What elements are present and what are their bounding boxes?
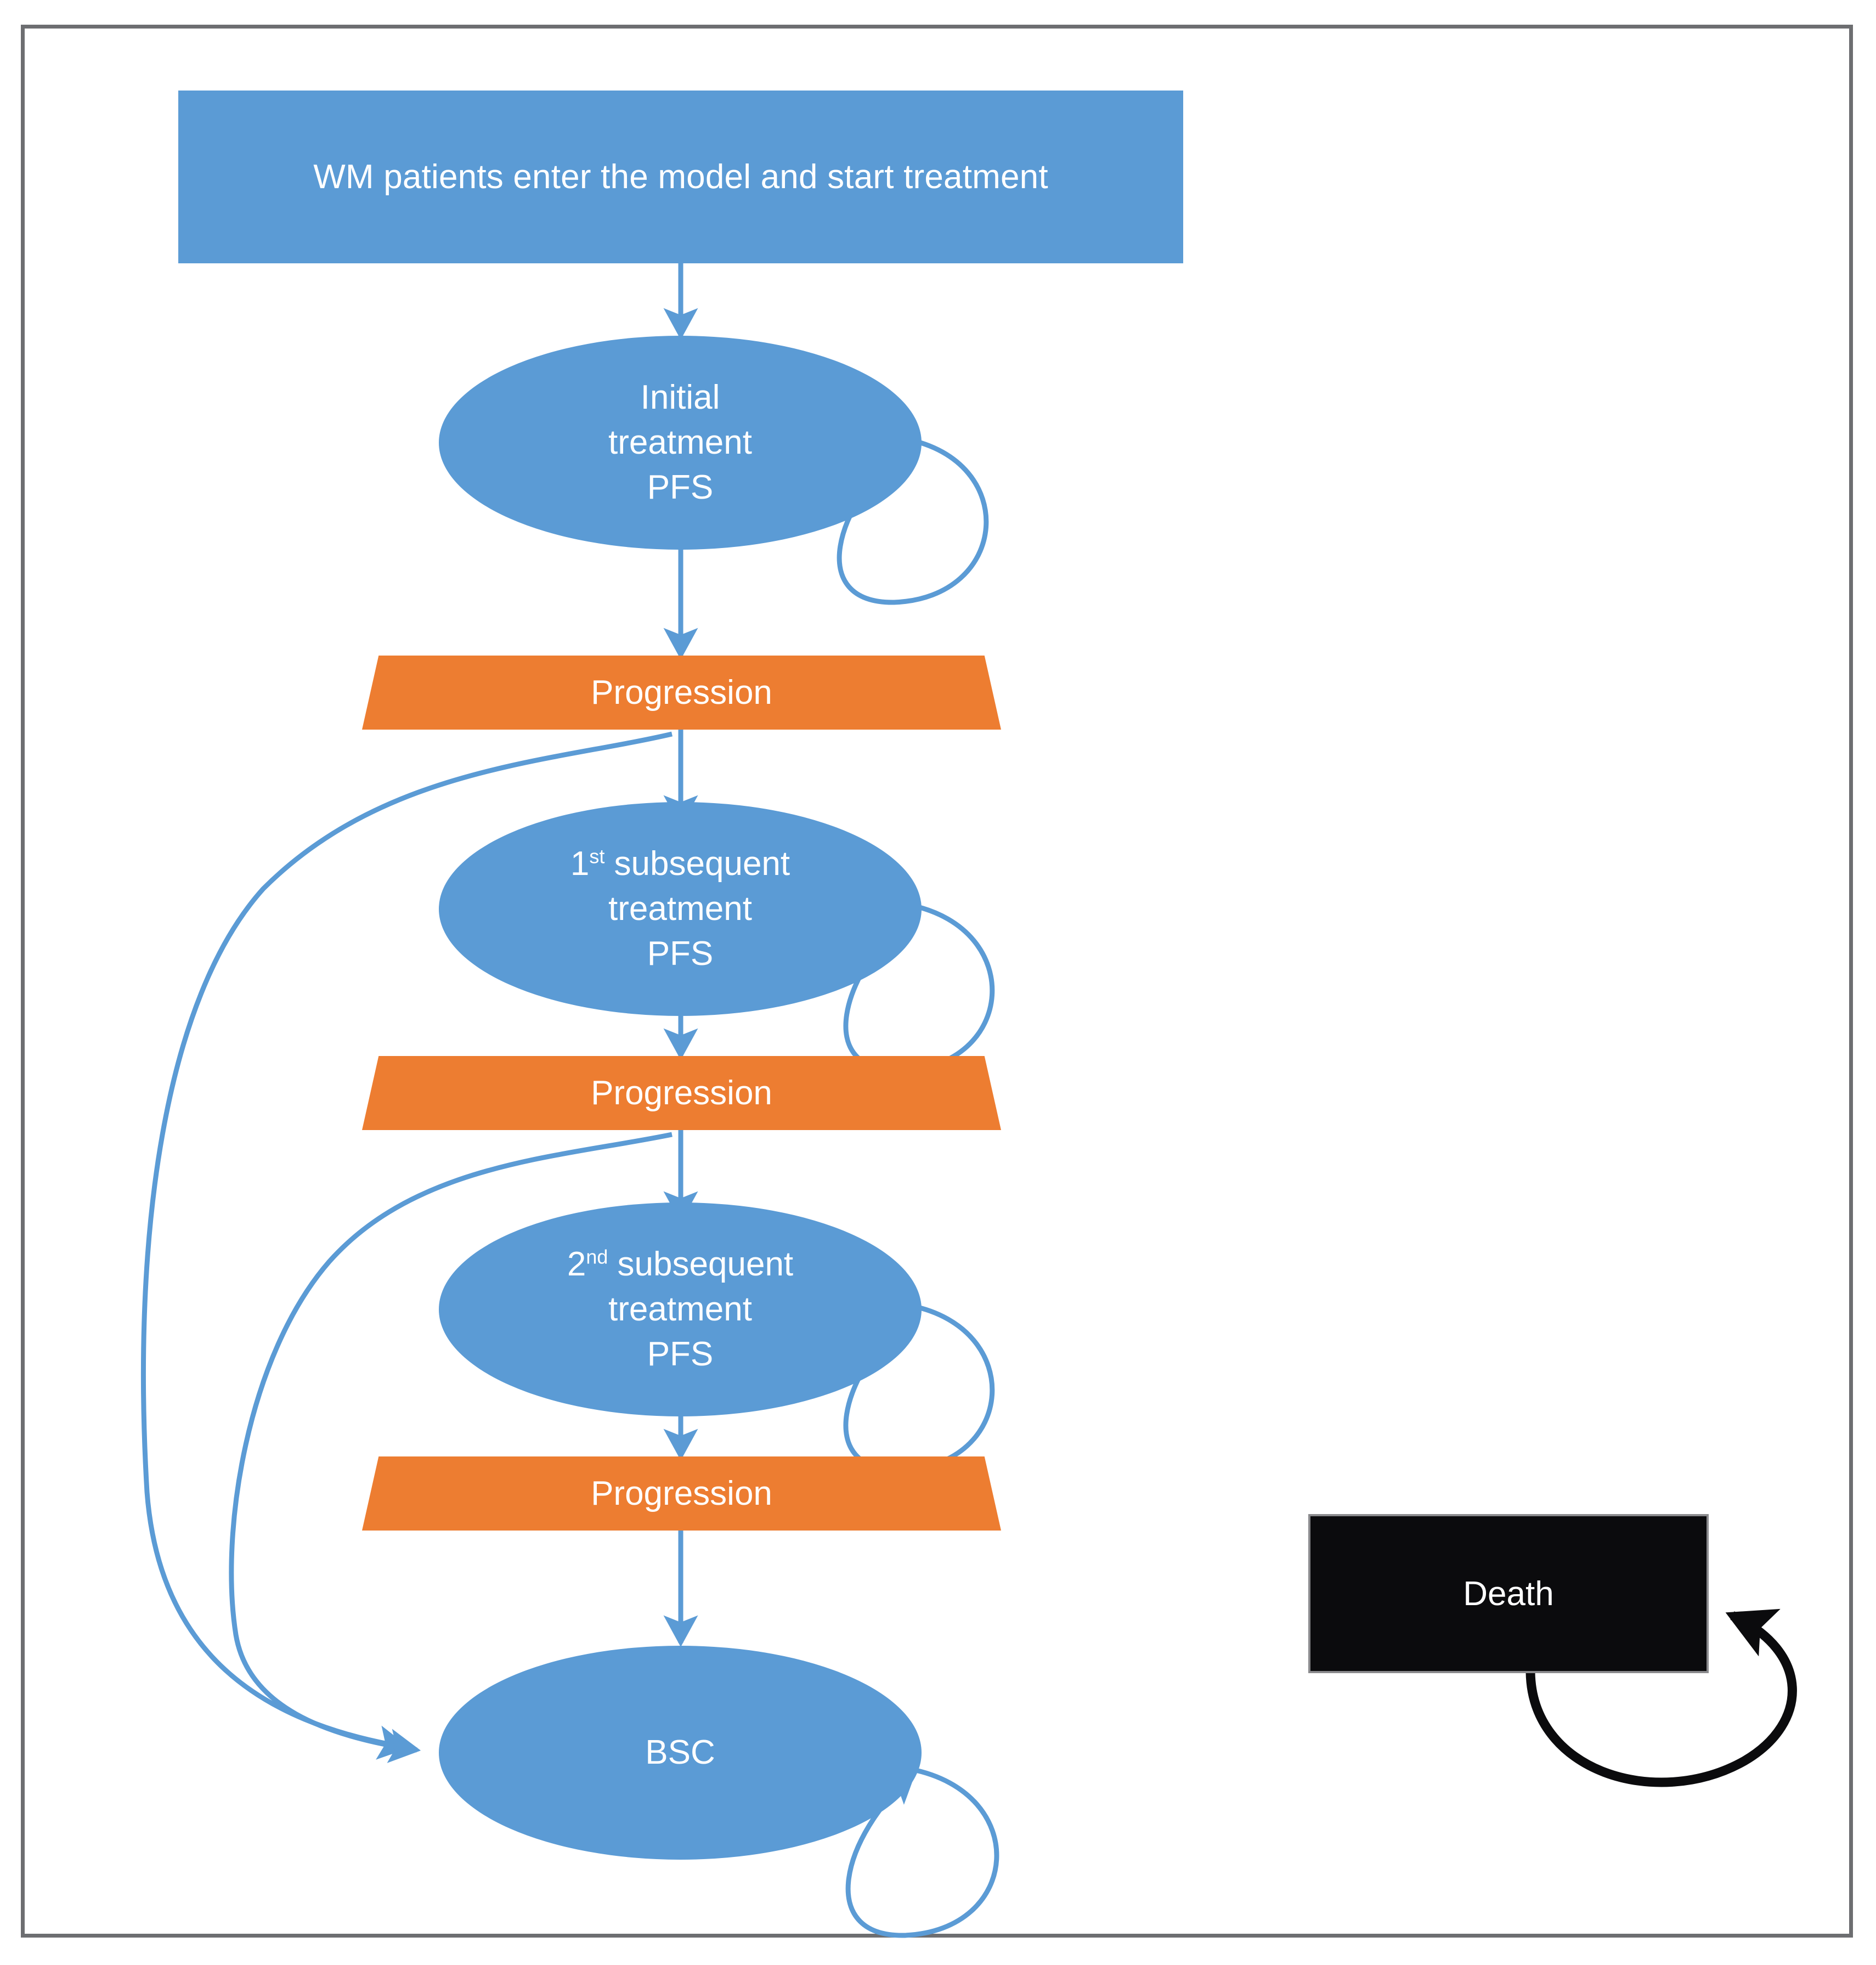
initial-pfs-line1: Initial (640, 379, 720, 417)
node-first-subsequent-treatment-pfs[interactable]: 1st subsequent treatment PFS (439, 802, 922, 1016)
node-second-subsequent-treatment-pfs[interactable]: 2nd subsequent treatment PFS (439, 1202, 922, 1416)
node-progression-1[interactable]: Progression (362, 656, 1001, 730)
sub2-pfs-line2: treatment (608, 1290, 752, 1329)
initial-pfs-line3: PFS (647, 468, 714, 506)
node-progression-2[interactable]: Progression (362, 1056, 1001, 1130)
sub1-pfs-line2: treatment (608, 890, 752, 928)
sub1-pfs-line1-number: 1 (570, 845, 590, 883)
sub2-pfs-line1-rest: subsequent (608, 1245, 794, 1284)
node-first-subsequent-treatment-pfs-label: 1st subsequent treatment PFS (439, 842, 922, 976)
node-death[interactable]: Death (1308, 1514, 1709, 1673)
sub2-pfs-line1-superscript: nd (586, 1245, 608, 1268)
node-second-subsequent-treatment-pfs-label: 2nd subsequent treatment PFS (439, 1242, 922, 1376)
node-death-label: Death (1463, 1574, 1554, 1613)
initial-pfs-line2: treatment (608, 424, 752, 462)
sub2-pfs-line1-number: 2 (567, 1245, 586, 1284)
node-bsc-label: BSC (645, 1734, 715, 1772)
sub2-pfs-line3: PFS (647, 1335, 714, 1373)
node-progression-2-label: Progression (591, 1074, 772, 1112)
node-progression-3-label: Progression (591, 1475, 772, 1512)
sub1-pfs-line3: PFS (647, 934, 714, 973)
node-progression-1-label: Progression (591, 674, 772, 712)
node-initial-treatment-pfs[interactable]: Initial treatment PFS (439, 336, 922, 550)
node-progression-3[interactable]: Progression (362, 1456, 1001, 1531)
sub1-pfs-line1-superscript: st (589, 845, 605, 868)
node-start-box[interactable]: WM patients enter the model and start tr… (178, 91, 1183, 263)
sub1-pfs-line1-rest: subsequent (604, 845, 790, 883)
node-start-label: WM patients enter the model and start tr… (313, 157, 1048, 196)
node-initial-treatment-pfs-label: Initial treatment PFS (439, 375, 922, 510)
node-bsc[interactable]: BSC (439, 1646, 922, 1860)
